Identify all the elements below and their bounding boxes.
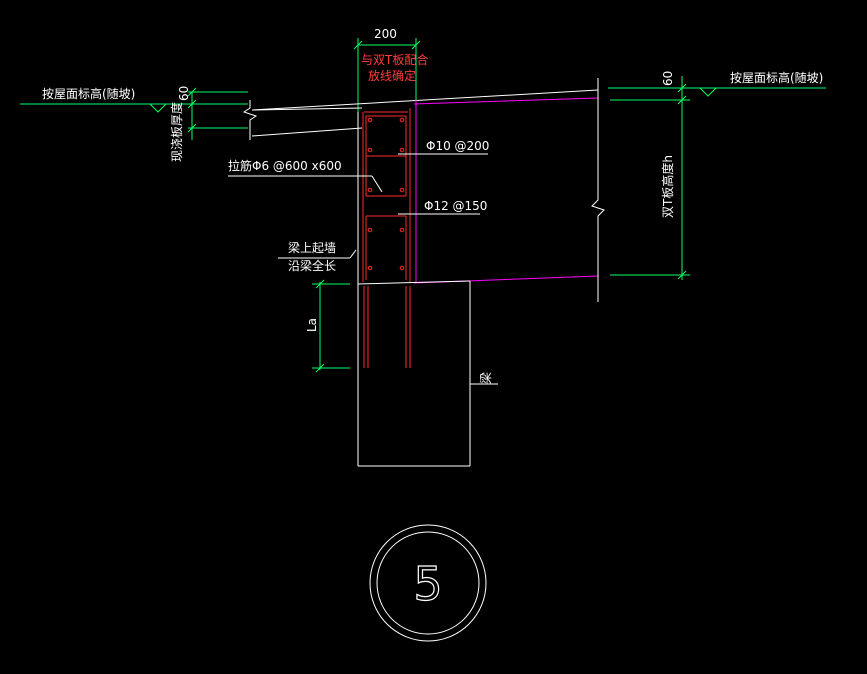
right-elevation-marker (608, 76, 826, 280)
tie-bar-label: 拉筋Φ6 @600 x600 (228, 158, 342, 173)
detail-number: 5 (413, 557, 442, 611)
right-tslab-height-label: 双T板高度h (660, 155, 675, 218)
roof-top-line (251, 89, 599, 111)
detail-bubble (369, 524, 487, 642)
main-bar-label: Φ12 @150 (424, 199, 487, 213)
beam-wall-label-1: 梁上起墙 (288, 240, 336, 255)
right-dim-60: 60 (661, 71, 675, 86)
right-roof-elevation-label: 按屋面标高(随坡) (730, 70, 823, 85)
top-width-dimension (353, 38, 421, 112)
stirrup-label: Φ10 @200 (426, 139, 489, 153)
beam-wall-label-2: 沿梁全长 (288, 258, 336, 273)
rebar-cage (362, 108, 411, 368)
beam-label: 梁 (478, 372, 493, 384)
left-roof-elevation-label: 按屋面标高(随坡) (42, 86, 135, 101)
left-dim-60: 60 (177, 86, 191, 101)
beam-outline (357, 281, 498, 467)
right-break-line (591, 78, 605, 302)
left-slab-thickness-label: 现浇板厚度 (169, 102, 184, 162)
anchorage-label: La (305, 318, 319, 332)
double-t-slab-bottom (413, 100, 599, 284)
label-leaders (228, 153, 488, 259)
wall-outline (357, 112, 471, 285)
note-line-1: 与双T板配合 (361, 52, 428, 67)
note-line-2: 放线确定 (368, 68, 416, 83)
left-elevation-marker (20, 87, 248, 140)
rebar-dots (367, 117, 405, 271)
anchorage-dimension (312, 279, 350, 373)
top-dimension-value: 200 (374, 27, 397, 41)
left-slab (242, 100, 363, 140)
